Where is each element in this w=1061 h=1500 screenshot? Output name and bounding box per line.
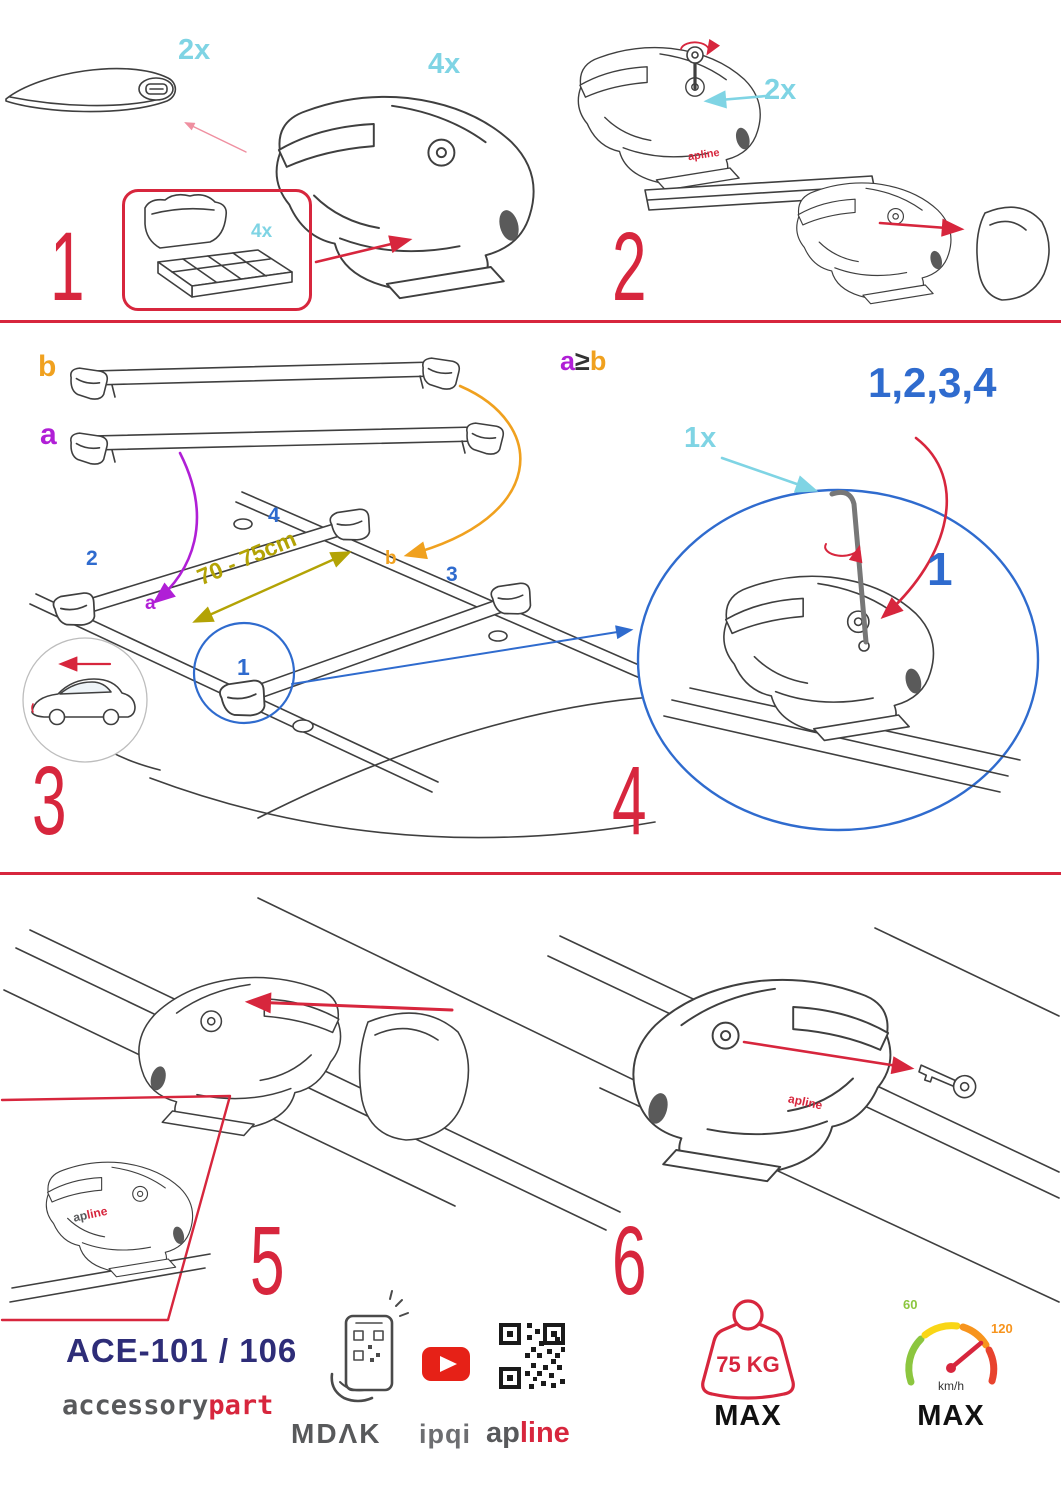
foot-qty-label: 4x <box>428 48 461 80</box>
rule-b-label: b <box>589 346 607 376</box>
allen-key-illustration <box>829 489 869 645</box>
step-6-number: 6 <box>612 1206 647 1315</box>
key-illustration <box>918 1064 977 1099</box>
tighten-order-label: 1,2,3,4 <box>868 359 997 406</box>
youtube-icon <box>422 1347 470 1381</box>
crossbar-b-illustration <box>69 357 461 400</box>
bar-a-label: a <box>40 418 57 451</box>
position-1-label: 1 <box>237 654 250 680</box>
app-wordmark: MDΛK <box>291 1418 382 1449</box>
roof-bar-a-label: a <box>145 593 156 614</box>
step-5-number: 5 <box>250 1206 285 1315</box>
endcap-removal-illustration <box>644 175 1050 305</box>
brand-part: part <box>208 1390 274 1421</box>
qr-code-icon <box>499 1323 565 1389</box>
roof-bar-b-label: b <box>385 548 397 569</box>
phone-qr-icon <box>330 1290 409 1403</box>
speed-unit-label: km/h <box>937 1379 964 1393</box>
step-2-number: 2 <box>612 212 647 321</box>
apline-ap: ap <box>486 1417 520 1449</box>
length-rule: a≥b <box>560 348 606 375</box>
speedometer-icon <box>905 1322 998 1386</box>
brand-wordmark: accessorypart <box>62 1392 273 1419</box>
pad-kit-box <box>122 189 312 311</box>
step-1-number: 1 <box>50 212 85 321</box>
model-number: ACE-101 / 106 <box>66 1332 298 1369</box>
speed-60-label: 60 <box>903 1297 918 1312</box>
rail-foot-illustration-6 <box>547 927 1060 1303</box>
section-divider-1 <box>0 320 1061 323</box>
lock-qty-label: 2x <box>764 74 797 106</box>
step-4-number: 4 <box>612 746 647 855</box>
detail-circle <box>192 621 296 725</box>
car-inset-illustration <box>22 637 148 763</box>
speed-120-label: 120 <box>991 1321 1013 1336</box>
bar-b-label: b <box>38 350 57 383</box>
key-qty-label: 1x <box>684 422 717 454</box>
crossbar-end-illustration <box>5 67 177 113</box>
crossbar-a-illustration <box>69 422 505 465</box>
rule-a-label: a <box>560 346 576 376</box>
speed-max-label: MAX <box>917 1400 985 1432</box>
apline-wordmark: apline <box>486 1419 570 1448</box>
pad-kit-illustration <box>144 193 293 298</box>
position-4-label: 4 <box>268 504 280 527</box>
inset-illustration-5 <box>0 1094 232 1322</box>
foot-illustration-1 <box>275 95 535 300</box>
position-3-label: 3 <box>446 563 458 586</box>
zoom-foot-illustration <box>663 575 1021 793</box>
section-divider-2 <box>0 872 1061 875</box>
cert-wordmark: ipqi <box>419 1419 471 1449</box>
pad-qty-label: 4x <box>251 221 273 242</box>
step-3-number: 3 <box>32 746 67 855</box>
brand-accessory: accessory <box>62 1390 209 1421</box>
tighten-first-label: 1 <box>927 543 953 595</box>
annotation-arrows <box>58 38 965 1075</box>
apline-line: line <box>519 1417 570 1449</box>
weight-limit-label: 75 KG <box>716 1352 780 1377</box>
bar-qty-label: 2x <box>178 34 211 66</box>
rule-op-label: ≥ <box>575 346 590 376</box>
rail-foot-illustration-5 <box>3 897 701 1231</box>
lock-foot-illustration <box>577 46 761 191</box>
weight-max-label: MAX <box>714 1400 782 1432</box>
weight-icon <box>701 1299 795 1400</box>
position-2-label: 2 <box>86 547 98 570</box>
